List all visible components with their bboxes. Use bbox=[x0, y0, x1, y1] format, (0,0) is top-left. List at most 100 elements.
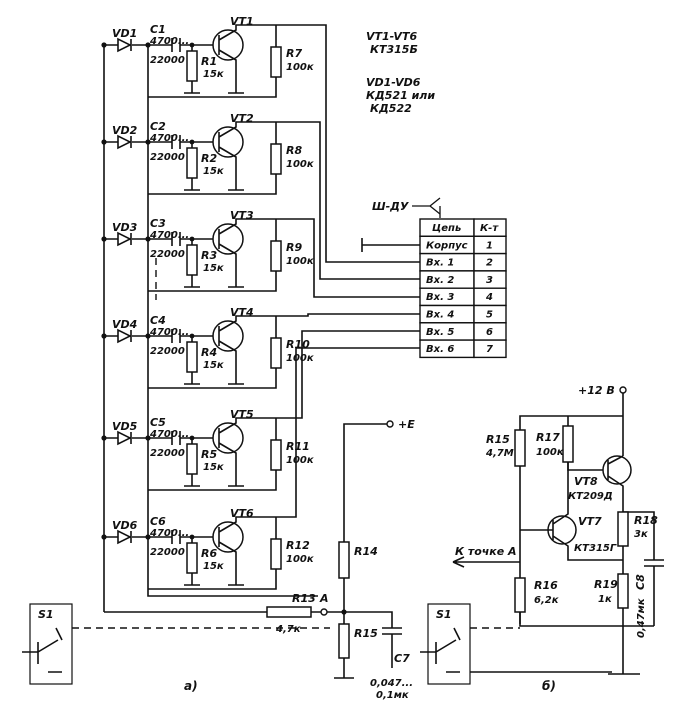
base-resistor-value: 15к bbox=[203, 263, 224, 274]
collector-resistor bbox=[270, 337, 282, 369]
channel-output-wire bbox=[276, 347, 420, 518]
switch-s1-b bbox=[427, 603, 471, 685]
diode-label: VD1 bbox=[112, 27, 137, 40]
transistor-label: VT5 bbox=[230, 408, 254, 421]
note-transistor-range: VT1-VT6 bbox=[366, 30, 417, 43]
transistor-leads bbox=[218, 121, 276, 191]
rail-junction bbox=[145, 435, 151, 441]
capacitor-value-1: 4700... bbox=[149, 429, 189, 440]
switch-s1-a bbox=[29, 603, 73, 685]
note-transistor-type: КТ315Б bbox=[370, 43, 418, 56]
transistor-leads bbox=[218, 417, 276, 487]
channel-output-wire bbox=[276, 330, 420, 419]
supply-12v-label: +12 В bbox=[578, 384, 615, 397]
r14-label: R14 bbox=[354, 545, 378, 558]
vt7-leads bbox=[520, 462, 623, 561]
transistor-icon bbox=[212, 223, 244, 255]
collector-wire bbox=[148, 122, 277, 195]
rail-junction bbox=[145, 236, 151, 242]
part-b-circuit: +12 В R15 4,7М R17 100к VT8 КТ209Д R18 3… bbox=[420, 384, 664, 693]
base-resistor-label: R6 bbox=[201, 547, 217, 560]
capacitor-value-2: 22000 bbox=[150, 55, 185, 66]
r19-label: R19 bbox=[594, 578, 618, 591]
r17-value: 100к bbox=[536, 447, 564, 458]
caption-a: а) bbox=[184, 679, 198, 693]
base-junction bbox=[189, 236, 195, 242]
base-resistor bbox=[186, 244, 198, 276]
vt8-label: VT8 bbox=[574, 475, 598, 488]
capacitor-label: C4 bbox=[150, 314, 166, 327]
collector-resistor-value: 100к bbox=[286, 455, 314, 466]
diode-icon bbox=[117, 134, 132, 150]
switch-s1-b-label: S1 bbox=[436, 608, 452, 621]
diode-label: VD6 bbox=[112, 519, 138, 532]
collector-resistor-label: R9 bbox=[286, 241, 302, 254]
r17-label: R17 bbox=[536, 431, 560, 444]
base-resistor bbox=[186, 443, 198, 475]
transistor-icon bbox=[212, 521, 244, 553]
base-resistor bbox=[186, 341, 198, 373]
base-junction bbox=[189, 42, 195, 48]
c7-label: C7 bbox=[394, 652, 410, 665]
switch-s1-a-icon bbox=[22, 627, 63, 673]
collector-resistor bbox=[270, 46, 282, 78]
collector-resistor-value: 100к bbox=[286, 353, 314, 364]
connector-row-contact: 4 bbox=[485, 292, 493, 303]
supply-12v-rail bbox=[519, 393, 624, 624]
diode-icon bbox=[117, 231, 132, 247]
connector-header-contact: К-т bbox=[480, 223, 499, 234]
collector-resistor-label: R11 bbox=[286, 440, 310, 453]
transistor-icon bbox=[212, 29, 244, 61]
rail-junction bbox=[101, 435, 107, 441]
diode-label: VD5 bbox=[112, 420, 138, 433]
c8-plates bbox=[644, 559, 664, 567]
r19-value: 1к bbox=[598, 594, 612, 605]
collector-resistor-label: R7 bbox=[286, 47, 302, 60]
connector-row-contact: 5 bbox=[486, 310, 493, 321]
base-resistor bbox=[186, 147, 198, 179]
base-resistor-value: 15к bbox=[203, 462, 224, 473]
collector-wire bbox=[148, 418, 277, 491]
rail-junction bbox=[145, 534, 151, 540]
connector-row-circuit: Вх. 2 bbox=[426, 275, 454, 286]
resistor-r17 bbox=[562, 425, 574, 463]
collector-resistor-label: R8 bbox=[286, 144, 302, 157]
resistor-r16 bbox=[514, 577, 526, 613]
connector-row-contact: 7 bbox=[486, 344, 493, 355]
supply-e-label: +E bbox=[398, 418, 415, 431]
capacitor-value-1: 4700... bbox=[149, 36, 189, 47]
base-resistor-label: R2 bbox=[201, 152, 217, 165]
resistor-r14 bbox=[338, 541, 350, 579]
transistor-label: VT6 bbox=[230, 507, 254, 520]
rail-junction bbox=[101, 333, 107, 339]
ground-b-icon bbox=[608, 626, 640, 675]
base-resistor-label: R3 bbox=[201, 249, 217, 262]
connector-row-circuit: Вх. 4 bbox=[426, 310, 454, 321]
c7-value-2: 0,1мк bbox=[376, 690, 409, 701]
c8-value: 0,47мк bbox=[636, 598, 647, 638]
r18-label: R18 bbox=[634, 514, 658, 527]
base-junction bbox=[189, 333, 195, 339]
vt8-c8-wire bbox=[622, 498, 655, 560]
transistor-icon bbox=[212, 320, 244, 352]
collector-wire bbox=[148, 219, 277, 292]
vt8-type: КТ209Д bbox=[568, 491, 613, 502]
switch-s1-b-icon bbox=[420, 627, 461, 673]
diode-label: VD3 bbox=[112, 221, 138, 234]
rail-junction bbox=[101, 534, 107, 540]
r13-value: 4,7к bbox=[275, 624, 301, 635]
rail-junction bbox=[145, 139, 151, 145]
channel-output-wire bbox=[276, 24, 420, 263]
resistor-r18 bbox=[617, 511, 629, 547]
base-resistor-label: R1 bbox=[201, 55, 217, 68]
base-resistor-value: 15к bbox=[203, 69, 224, 80]
capacitor-icon bbox=[171, 431, 181, 445]
vt7-type: КТ315Г bbox=[574, 543, 617, 554]
part-a-output: R13 4,7к A +E R14 R15 C7 0,047... 0,1мк … bbox=[22, 418, 415, 701]
